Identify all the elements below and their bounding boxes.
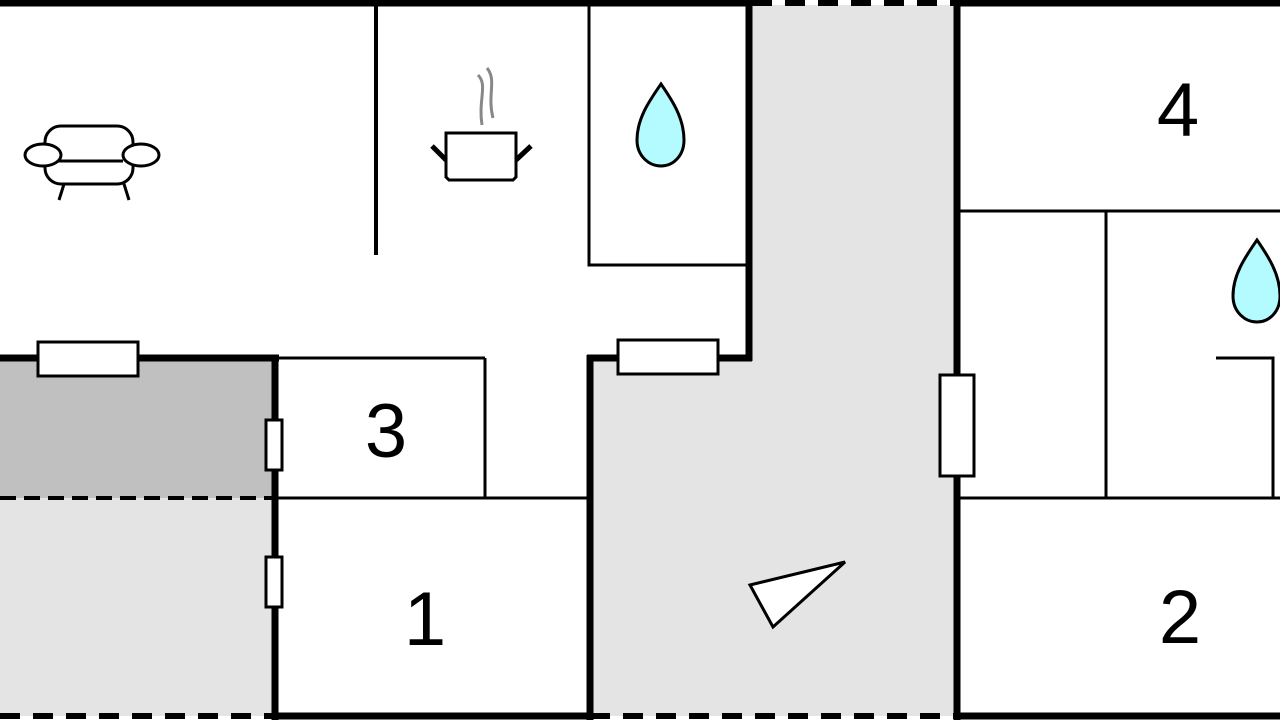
water-drop-icon: [1231, 237, 1280, 324]
corridor-terrace-lower: [592, 358, 955, 716]
window: [264, 418, 284, 472]
window: [36, 340, 140, 378]
window: [616, 338, 720, 376]
cooking-pot-icon: [430, 67, 533, 182]
window: [264, 555, 284, 609]
north-arrow-icon: [747, 560, 847, 630]
corridor-terrace-upper: [752, 5, 955, 360]
room-label-1: 1: [404, 577, 446, 662]
covered-terrace: [0, 360, 273, 498]
window: [938, 373, 976, 478]
room-label-3: 3: [365, 389, 407, 474]
terrace-areas: [0, 5, 955, 716]
windows: [36, 338, 976, 609]
open-terrace: [0, 498, 273, 716]
room-label-4: 4: [1157, 68, 1199, 153]
sofa-icon: [23, 124, 161, 201]
water-drop-icon: [635, 81, 686, 168]
room-label-2: 2: [1159, 575, 1201, 660]
